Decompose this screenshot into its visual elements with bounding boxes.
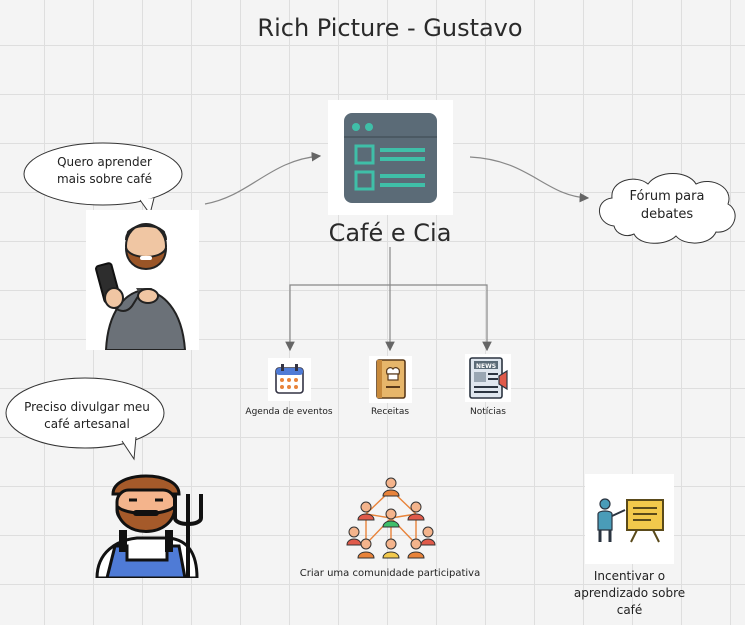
feature-label-agenda: Agenda de eventos <box>245 407 333 417</box>
website-window-icon <box>344 113 437 203</box>
feature-label-receitas: Receitas <box>370 407 410 417</box>
arrow-to-agenda <box>285 284 390 352</box>
recipe-book-icon <box>376 359 406 399</box>
arrow-learner-to-site <box>204 151 322 205</box>
feature-noticias-card: NEWS <box>465 354 511 402</box>
website-card <box>328 100 453 215</box>
person-learner-card <box>86 210 199 350</box>
learner-bubble-text: Quero aprender mais sobre café <box>56 155 153 186</box>
community-network-icon <box>346 477 436 559</box>
arrow-to-noticias <box>390 284 492 352</box>
feature-receitas-card <box>369 356 412 403</box>
teaching-card <box>585 474 674 564</box>
feature-agenda-card <box>268 358 311 401</box>
forum-text: Fórum para debates <box>629 189 705 222</box>
page-title: Rich Picture - Gustavo <box>257 14 523 42</box>
arrow-site-to-forum <box>469 156 590 203</box>
farmer-with-pitchfork-icon <box>95 474 203 578</box>
news-icon: NEWS <box>469 357 508 399</box>
community-label: Criar uma comunidade participativa <box>299 568 481 579</box>
teacher-presentation-icon <box>597 498 664 543</box>
farmer-bubble-text: Preciso divulgar meu café artesanal <box>24 400 150 431</box>
site-name: Café e Cia <box>328 219 452 247</box>
person-with-phone-icon <box>95 223 187 350</box>
forum-cloud <box>599 173 736 244</box>
teaching-label: Incentivar o aprendizado sobre café <box>573 569 686 617</box>
community-people <box>346 477 436 559</box>
calendar-icon <box>275 364 304 394</box>
svg-text:NEWS: NEWS <box>476 363 496 370</box>
speech-bubble-farmer <box>5 377 165 461</box>
feature-label-noticias: Notícias <box>470 407 506 417</box>
